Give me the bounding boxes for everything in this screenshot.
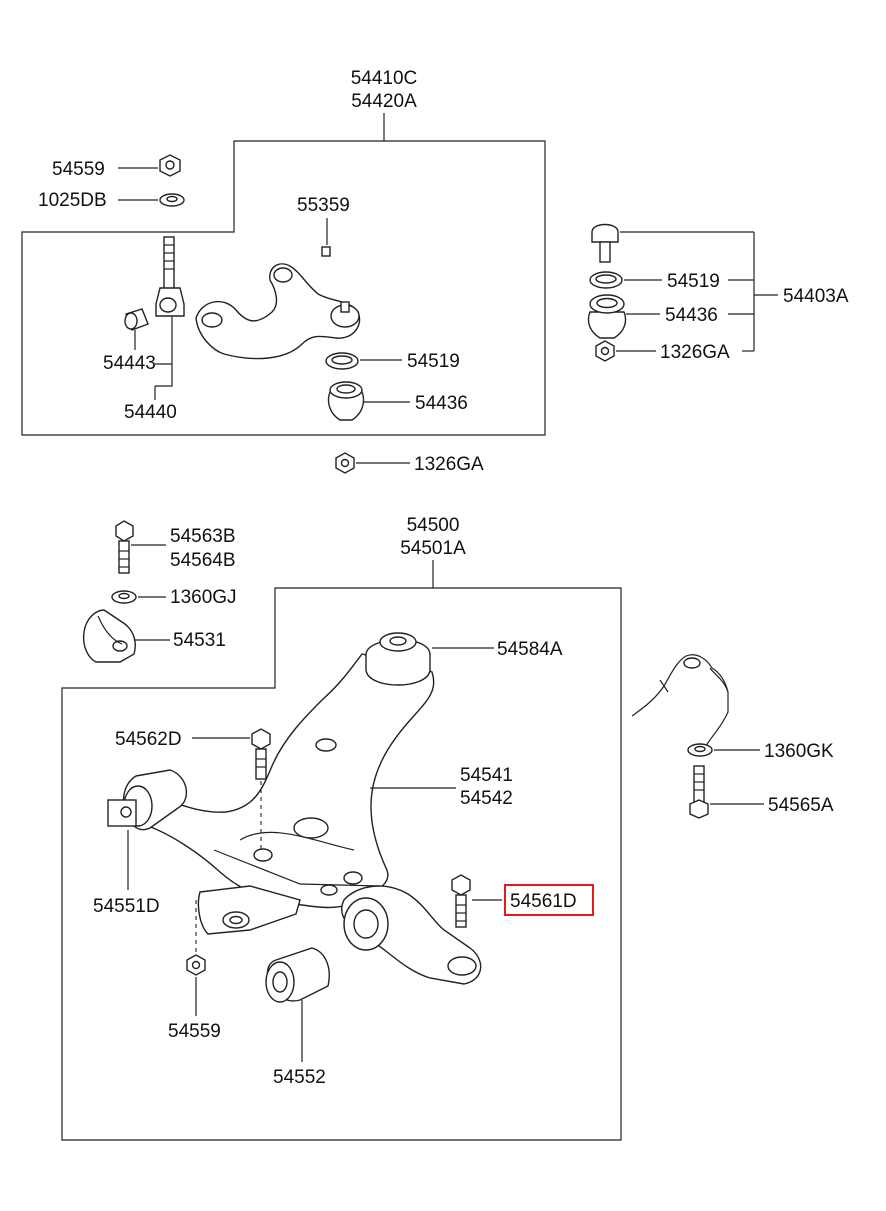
lower-right-bolt-icon xyxy=(451,874,471,928)
upper-arm-group: 54410C 54420A 54559 1025DB 55359 xyxy=(21,68,546,475)
kit-ball-joint-boot-icon xyxy=(587,294,627,339)
detail-washer-icon xyxy=(687,743,713,757)
left-bolt-label[interactable]: 54562D xyxy=(115,729,182,750)
upper-lock-nut-label[interactable]: 1326GA xyxy=(414,454,484,475)
bolt-assembly-label[interactable]: 54440 xyxy=(124,402,177,423)
rear-bushing-icon xyxy=(265,947,330,1003)
bracket-icon xyxy=(82,609,136,663)
ball-joint-kit-group: 54519 54436 1326GA 54403A xyxy=(587,223,849,363)
lower-arm-frame xyxy=(61,587,622,1141)
lock-nut-icon xyxy=(335,452,355,474)
upper-seal-label[interactable]: 54519 xyxy=(407,351,460,372)
lower-arm-assembly-label-1[interactable]: 54500 xyxy=(407,515,460,536)
pin-label[interactable]: 55359 xyxy=(297,195,350,216)
kit-seal-label[interactable]: 54519 xyxy=(667,271,720,292)
pin-icon xyxy=(321,246,331,257)
kit-ball-joint-label[interactable]: 54436 xyxy=(665,305,718,326)
arm-label-2[interactable]: 54542 xyxy=(460,788,513,809)
upper-arm-frame xyxy=(21,140,546,436)
hex-bolt-icon xyxy=(115,520,134,574)
lower-washer-label[interactable]: 1360GJ xyxy=(170,587,237,608)
detail-washer-label[interactable]: 1360GK xyxy=(764,741,834,762)
rear-bushing-label[interactable]: 54552 xyxy=(273,1067,326,1088)
kit-assembly-label[interactable]: 54403A xyxy=(783,286,849,307)
right-bolt-label[interactable]: 54561D xyxy=(510,891,577,912)
highlight-box xyxy=(504,884,594,916)
hex-nut-icon xyxy=(159,154,181,177)
detail-bolt-label[interactable]: 54565A xyxy=(768,795,834,816)
upper-washer-label[interactable]: 1025DB xyxy=(38,190,107,211)
lower-bolt-label-1[interactable]: 54563B xyxy=(170,526,236,547)
upper-ball-joint-label[interactable]: 54436 xyxy=(415,393,468,414)
lower-control-arm-icon xyxy=(107,632,482,985)
upper-nut-label[interactable]: 54559 xyxy=(52,159,105,180)
bushing-label[interactable]: 54443 xyxy=(103,353,156,374)
bracket-label[interactable]: 54531 xyxy=(173,630,226,651)
long-bolt-icon xyxy=(155,236,185,317)
lower-bolt-label-2[interactable]: 54564B xyxy=(170,550,236,571)
lower-left-bolt-icon xyxy=(251,728,271,780)
small-bushing-icon xyxy=(124,308,149,331)
washer-icon xyxy=(159,193,185,207)
upper-arm-assembly-label-1[interactable]: 54410C xyxy=(351,68,418,89)
right-detail-group: 1360GK 54565A xyxy=(631,654,834,819)
kit-lock-nut-label[interactable]: 1326GA xyxy=(660,342,730,363)
arm-label-1[interactable]: 54541 xyxy=(460,765,513,786)
upper-control-arm-icon xyxy=(195,263,361,360)
ball-joint-boot-icon xyxy=(327,381,365,421)
lower-washer-icon xyxy=(111,590,137,604)
detail-bolt-icon xyxy=(689,765,709,819)
kit-lock-nut-icon xyxy=(595,340,615,362)
top-bushing-label[interactable]: 54584A xyxy=(497,639,563,660)
lower-arm-assembly-label-2[interactable]: 54501A xyxy=(400,538,466,559)
upper-arm-assembly-label-2[interactable]: 54420A xyxy=(351,91,417,112)
knuckle-arm-icon xyxy=(631,654,729,757)
lower-nut-label[interactable]: 54559 xyxy=(168,1021,221,1042)
lower-nut-icon xyxy=(186,954,206,976)
left-bushing-label[interactable]: 54551D xyxy=(93,896,160,917)
kit-seal-ring-icon xyxy=(589,271,623,289)
lower-arm-group: 54500 54501A 54563B 54564B 1360GJ 545 xyxy=(61,515,622,1141)
seal-ring-icon xyxy=(325,352,359,370)
ball-stud-icon xyxy=(591,223,619,263)
